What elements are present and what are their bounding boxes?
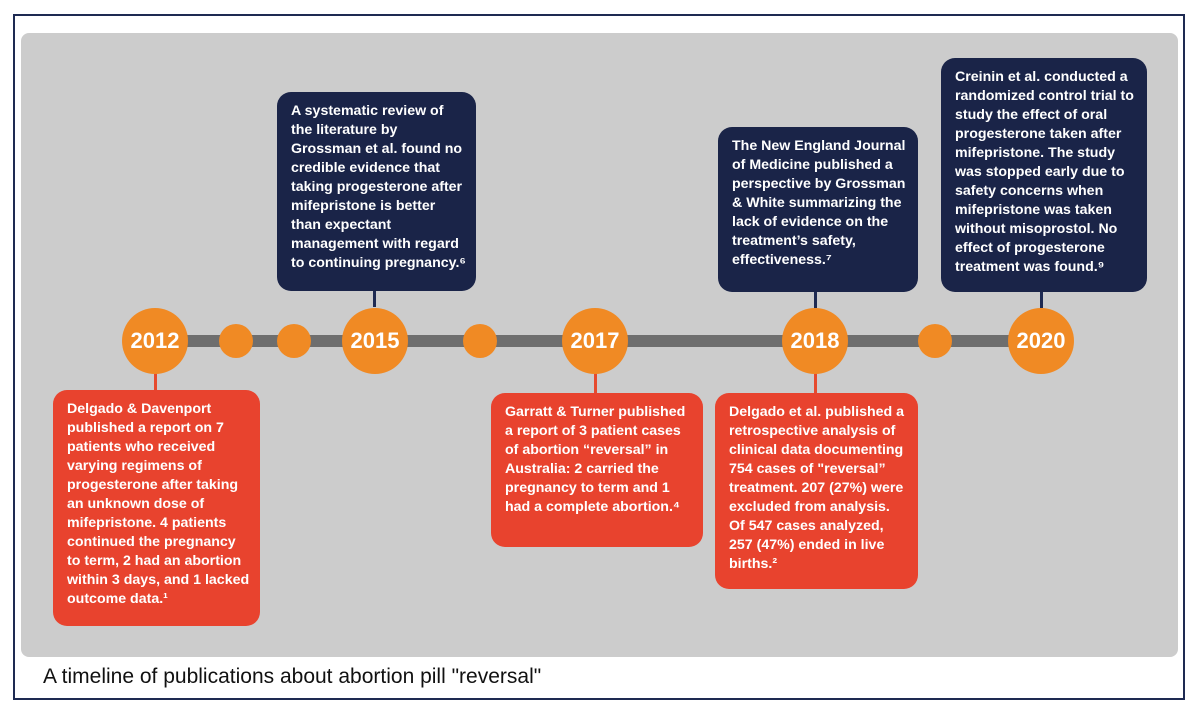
figure-caption: A timeline of publications about abortio… xyxy=(43,665,542,688)
year-label: 2017 xyxy=(570,328,620,353)
year-marker-2018: 2018 xyxy=(782,308,848,374)
connector-2018-top xyxy=(814,292,817,308)
year-marker-2020: 2020 xyxy=(1008,308,1074,374)
year-label: 2012 xyxy=(130,328,180,353)
timeline-dot xyxy=(277,324,311,358)
connector-2018-bottom xyxy=(814,373,817,393)
event-box-2020: Creinin et al. conducted a randomized co… xyxy=(941,58,1147,292)
year-label: 2020 xyxy=(1016,328,1066,353)
connector-2015 xyxy=(373,291,376,307)
event-box-2017: Garratt & Turner published a report of 3… xyxy=(491,393,703,547)
connector-2017 xyxy=(594,373,597,393)
event-box-2015: A systematic review of the literature by… xyxy=(277,92,476,291)
year-marker-2015: 2015 xyxy=(342,308,408,374)
event-text: Delgado & Davenport published a report o… xyxy=(67,401,250,607)
year-label: 2018 xyxy=(790,328,840,353)
event-text: Garratt & Turner published a report of 3… xyxy=(505,404,686,515)
event-text: Delgado et al. published a retrospective… xyxy=(729,404,905,572)
timeline-dot xyxy=(463,324,497,358)
year-marker-2012: 2012 xyxy=(122,308,188,374)
timeline-dot xyxy=(918,324,952,358)
connector-2012 xyxy=(154,373,157,390)
event-box-2018-bottom: Delgado et al. published a retrospective… xyxy=(715,393,918,589)
connector-2020 xyxy=(1040,292,1043,308)
event-text: A systematic review of the literature by… xyxy=(291,103,466,271)
event-text: The New England Journal of Medicine publ… xyxy=(732,138,906,268)
timeline-dot xyxy=(219,324,253,358)
event-box-2012: Delgado & Davenport published a report o… xyxy=(53,390,260,626)
year-marker-2017: 2017 xyxy=(562,308,628,374)
year-label: 2015 xyxy=(350,328,400,353)
event-box-2018-top: The New England Journal of Medicine publ… xyxy=(718,127,918,292)
event-text: Creinin et al. conducted a randomized co… xyxy=(955,69,1134,275)
